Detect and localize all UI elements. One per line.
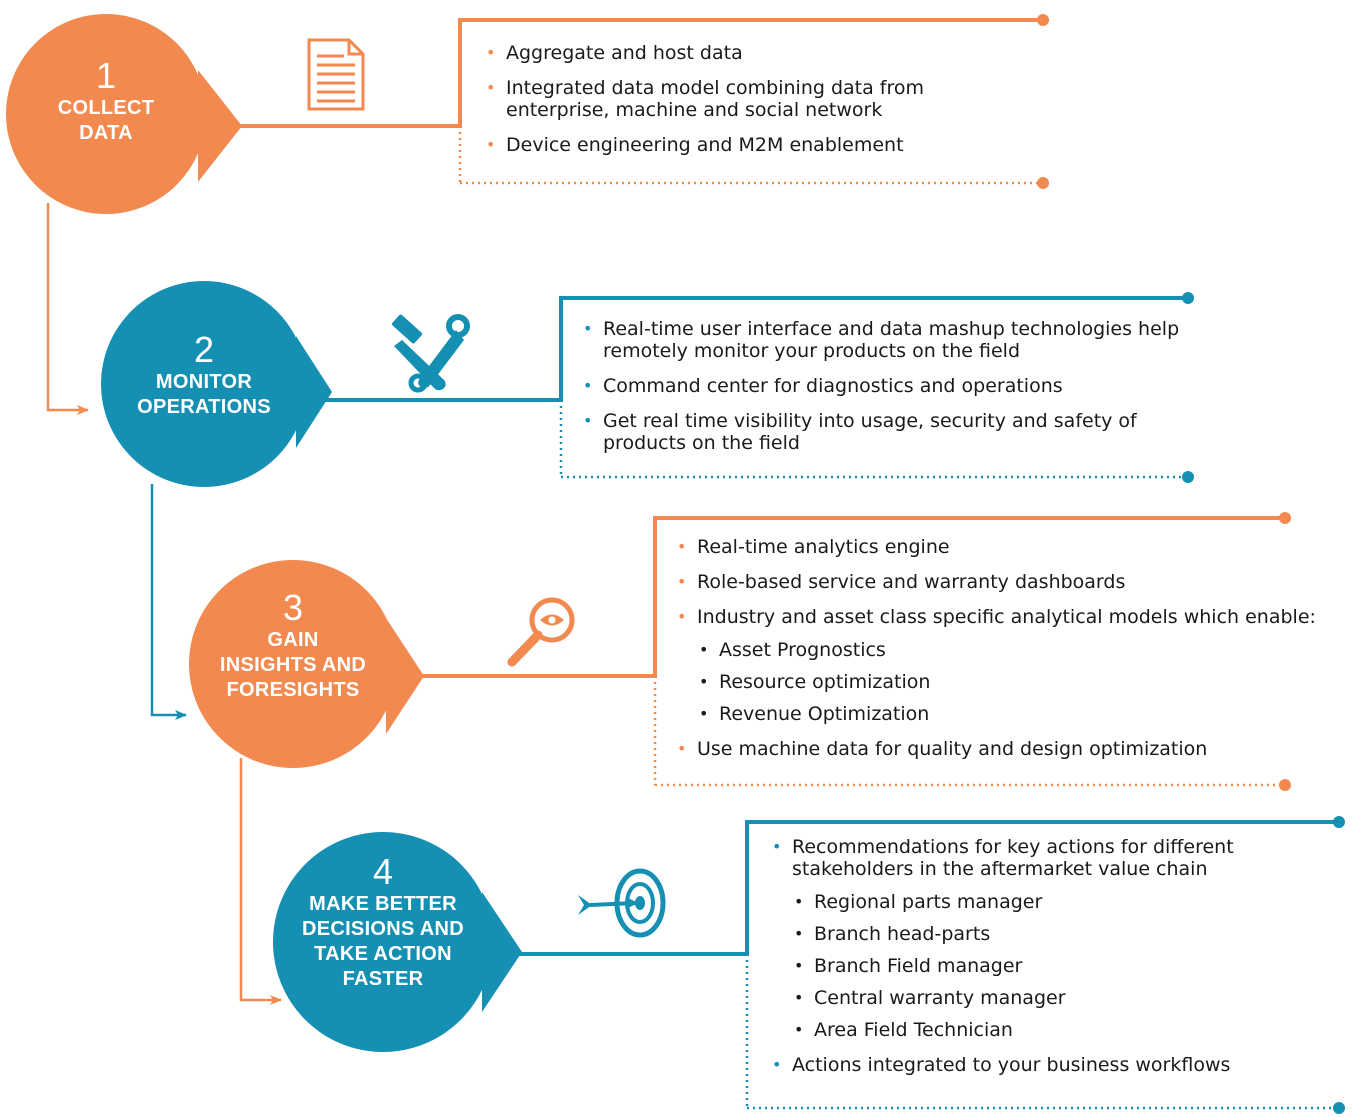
step-3-group xyxy=(189,512,1291,791)
step-2-pointer xyxy=(296,336,332,448)
step-1-bullet: Aggregate and host data xyxy=(484,42,944,64)
step-1-title-line: COLLECT xyxy=(57,97,155,119)
step-4-title-line: FASTER xyxy=(342,968,424,990)
step-2-group xyxy=(101,281,1194,487)
tools-icon xyxy=(391,314,470,393)
step-3-number: 3 xyxy=(282,587,304,628)
step-2-bullet-list: Real-time user interface and data mashup… xyxy=(581,318,1181,467)
step-1-bracket xyxy=(232,18,1042,128)
step-2-label: 2 MONITOR OPERATIONS xyxy=(109,330,299,420)
step-4-label: 4 MAKE BETTER DECISIONS AND TAKE ACTION … xyxy=(278,852,488,992)
target-arrow-icon xyxy=(578,868,666,938)
step-4-title-line: TAKE ACTION xyxy=(314,943,452,965)
step-1-title-line: DATA xyxy=(79,122,133,144)
step-2-circle xyxy=(101,281,307,487)
flow-connector-1-2 xyxy=(46,203,89,415)
step-1-number: 1 xyxy=(95,55,117,96)
step-1-dot-top xyxy=(1037,14,1049,26)
magnifier-eye-icon xyxy=(507,597,575,667)
step-3-dot-bottom xyxy=(1279,779,1291,791)
step-3-bullet-text: Industry and asset class specific analyt… xyxy=(697,606,1316,628)
step-1-pointer xyxy=(198,70,242,182)
step-4-title-line: DECISIONS AND xyxy=(301,918,465,940)
step-4-sub-bullet: Area Field Technician xyxy=(792,1019,1290,1041)
step-2-bracket xyxy=(320,296,1187,402)
step-4-sub-bullet: Branch Field manager xyxy=(792,955,1290,977)
step-3-pointer xyxy=(386,618,424,734)
step-4-title-line: MAKE BETTER xyxy=(309,893,457,915)
step-4-sub-bullet: Central warranty manager xyxy=(792,987,1290,1009)
step-2-bullet: Real-time user interface and data mashup… xyxy=(581,318,1181,362)
step-1-bullet-list: Aggregate and host data Integrated data … xyxy=(484,42,944,169)
step-4-circle xyxy=(273,832,493,1052)
step-3-sub-bullet: Asset Prognostics xyxy=(697,639,1325,661)
step-1-group xyxy=(6,14,1049,214)
step-4-bullet-text: Recommendations for key actions for diff… xyxy=(792,836,1234,880)
step-3-bullet: Industry and asset class specific analyt… xyxy=(675,606,1325,725)
step-3-bullet: Real-time analytics engine xyxy=(675,536,1325,558)
step-2-number: 2 xyxy=(193,329,215,370)
step-1-bullet: Device engineering and M2M enablement xyxy=(484,134,944,156)
step-4-sub-bullet: Regional parts manager xyxy=(792,891,1290,913)
flow-connector-3-4 xyxy=(239,758,282,1005)
step-4-bracket xyxy=(512,820,1338,956)
step-1-label: 1 COLLECT DATA xyxy=(16,56,196,146)
step-3-bullet: Use machine data for quality and design … xyxy=(675,738,1325,760)
step-1-bullet: Integrated data model combining data fro… xyxy=(484,77,944,121)
step-2-bullet: Command center for diagnostics and opera… xyxy=(581,375,1181,397)
step-1-circle xyxy=(6,14,206,214)
step-3-sub-bullet: Resource optimization xyxy=(697,671,1325,693)
step-4-pointer xyxy=(482,892,522,1012)
flow-connector-2-3 xyxy=(150,484,187,720)
step-3-title-line: GAIN xyxy=(267,629,319,651)
step-3-sub-bullet: Revenue Optimization xyxy=(697,703,1325,725)
step-3-circle xyxy=(189,560,397,768)
step-1-dot-bottom xyxy=(1037,177,1049,189)
step-3-title-line: FORESIGHTS xyxy=(226,679,360,701)
step-3-bracket xyxy=(418,516,1284,678)
step-3-title-line: INSIGHTS AND xyxy=(219,654,367,676)
step-3-dot-top xyxy=(1279,512,1291,524)
step-4-bullet-list: Recommendations for key actions for diff… xyxy=(770,836,1290,1089)
step-4-bullet: Recommendations for key actions for diff… xyxy=(770,836,1290,1041)
step-4-sub-list: Regional parts manager Branch head-parts… xyxy=(792,891,1290,1041)
step-4-dot-top xyxy=(1333,816,1345,828)
step-3-label: 3 GAIN INSIGHTS AND FORESIGHTS xyxy=(193,588,393,703)
step-2-title-line: MONITOR xyxy=(155,371,253,393)
step-3-sub-list: Asset Prognostics Resource optimization … xyxy=(697,639,1325,725)
step-3-bullet: Role-based service and warranty dashboar… xyxy=(675,571,1325,593)
step-4-sub-bullet: Branch head-parts xyxy=(792,923,1290,945)
step-4-number: 4 xyxy=(372,851,394,892)
step-2-dot-bottom xyxy=(1182,471,1194,483)
step-3-bullet-list: Real-time analytics engine Role-based se… xyxy=(675,536,1325,773)
document-icon xyxy=(307,38,365,111)
step-4-dot-bottom xyxy=(1333,1102,1345,1114)
step-2-dot-top xyxy=(1182,292,1194,304)
step-4-group xyxy=(273,816,1345,1114)
step-4-bullet: Actions integrated to your business work… xyxy=(770,1054,1290,1076)
step-2-title-line: OPERATIONS xyxy=(137,396,271,418)
step-2-bullet: Get real time visibility into usage, sec… xyxy=(581,410,1181,454)
